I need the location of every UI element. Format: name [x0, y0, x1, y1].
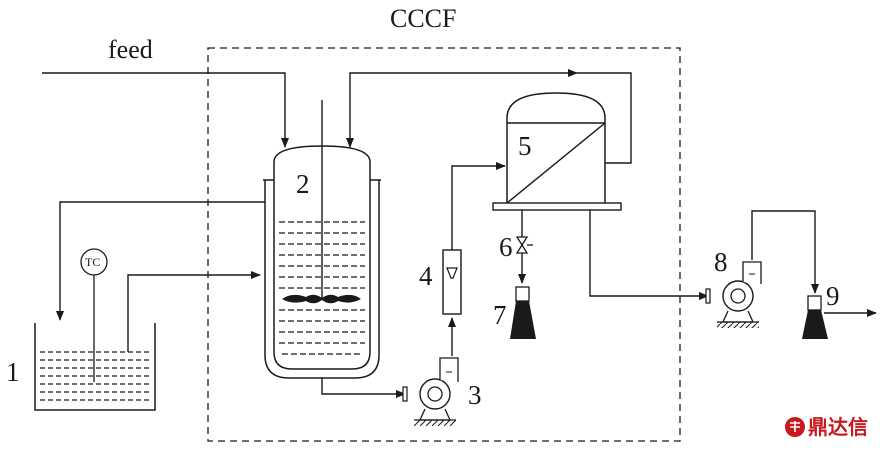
watermark-logo-icon — [785, 417, 805, 437]
label-1: 1 — [6, 357, 20, 387]
product-flask-9 — [802, 295, 828, 339]
permeate-line — [589, 210, 709, 300]
valve — [515, 236, 533, 254]
label-4: 4 — [419, 261, 433, 291]
label-5: 5 — [518, 131, 532, 161]
cooling-bath — [34, 323, 156, 411]
temperature-controller — [80, 248, 108, 382]
pump-3 — [402, 357, 459, 426]
jacket-inlet-line — [127, 271, 261, 352]
recycle-line — [346, 72, 632, 164]
watermark-text: 鼎达信 — [808, 415, 868, 439]
label-3: 3 — [468, 380, 482, 410]
label-8: 8 — [714, 247, 728, 277]
crossflow-filter — [492, 92, 622, 211]
cccf-title: CCCF — [390, 4, 457, 33]
pump-8 — [705, 261, 762, 328]
flowmeter — [442, 249, 462, 315]
reactor-outlet-line — [321, 378, 406, 398]
filter-feed-line — [451, 162, 506, 250]
label-9: 9 — [826, 281, 840, 311]
label-2: 2 — [296, 169, 310, 199]
collection-flask-7 — [510, 286, 536, 339]
reactor — [263, 100, 381, 379]
feed-label: feed — [108, 35, 153, 64]
label-6: 6 — [499, 232, 513, 262]
jacket-outlet-line — [56, 201, 265, 321]
label-7: 7 — [493, 300, 507, 330]
product-line — [751, 210, 819, 294]
feed-line — [42, 72, 289, 148]
tc-label: TC — [85, 255, 100, 269]
recycle-arrow-head — [568, 69, 578, 77]
